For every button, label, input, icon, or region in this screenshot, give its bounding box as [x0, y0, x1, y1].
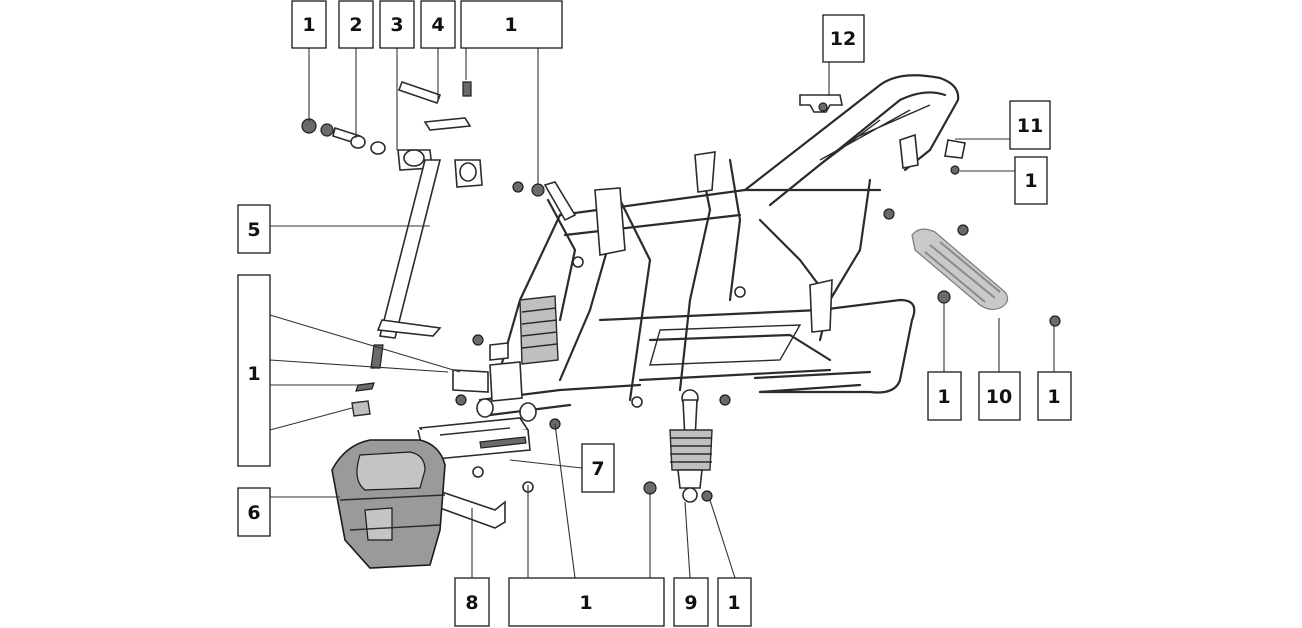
front-frame-spring — [519, 295, 559, 365]
callout-14-label: 1 — [579, 592, 592, 614]
callout-4: 4 — [420, 0, 456, 49]
callout-5-label: 1 — [504, 14, 517, 36]
callout-4-label: 4 — [431, 14, 444, 36]
callout-5: 1 — [460, 0, 563, 49]
rear-brackets — [799, 94, 966, 175]
callout-6: 12 — [822, 14, 865, 63]
front-shroud — [331, 439, 446, 569]
callout-1: 1 — [291, 0, 327, 49]
rear-shock-absorber — [883, 208, 1061, 327]
callout-7: 11 — [1009, 100, 1051, 150]
callout-8: 1 — [1014, 156, 1048, 205]
callout-19-label: 1 — [1047, 386, 1060, 408]
callout-11: 6 — [237, 487, 271, 537]
callout-12-label: 7 — [591, 458, 604, 480]
callout-8-label: 1 — [1024, 170, 1037, 192]
callout-2-label: 2 — [349, 14, 362, 36]
callout-12: 7 — [581, 443, 615, 493]
callout-15: 9 — [673, 577, 709, 627]
callout-13: 8 — [454, 577, 490, 627]
callout-6-label: 12 — [830, 28, 856, 50]
leader-lines — [269, 48, 1055, 579]
callout-15-label: 9 — [684, 592, 697, 614]
callout-19: 1 — [1037, 371, 1072, 421]
callout-2: 2 — [338, 0, 374, 49]
callout-17: 1 — [927, 371, 962, 421]
callout-16-label: 1 — [727, 592, 740, 614]
callout-10-label: 1 — [247, 363, 260, 385]
callout-9: 5 — [237, 204, 271, 254]
callout-18-label: 10 — [986, 386, 1012, 408]
callout-14: 1 — [508, 577, 665, 627]
callout-13-label: 8 — [465, 592, 478, 614]
callout-1-label: 1 — [302, 14, 315, 36]
callout-16: 1 — [717, 577, 752, 627]
callout-3-label: 3 — [390, 14, 403, 36]
steering-assembly — [301, 80, 523, 417]
callout-9-label: 5 — [247, 219, 260, 241]
callout-7-label: 11 — [1017, 115, 1043, 137]
callout-11-label: 6 — [247, 502, 260, 524]
main-frame — [476, 74, 960, 422]
callout-18: 10 — [978, 371, 1021, 421]
front-bracket-assembly — [417, 417, 561, 529]
callout-10: 1 — [237, 274, 271, 467]
callout-3: 3 — [379, 0, 415, 49]
callout-17-label: 1 — [937, 386, 950, 408]
front-shock-absorber — [643, 389, 731, 503]
